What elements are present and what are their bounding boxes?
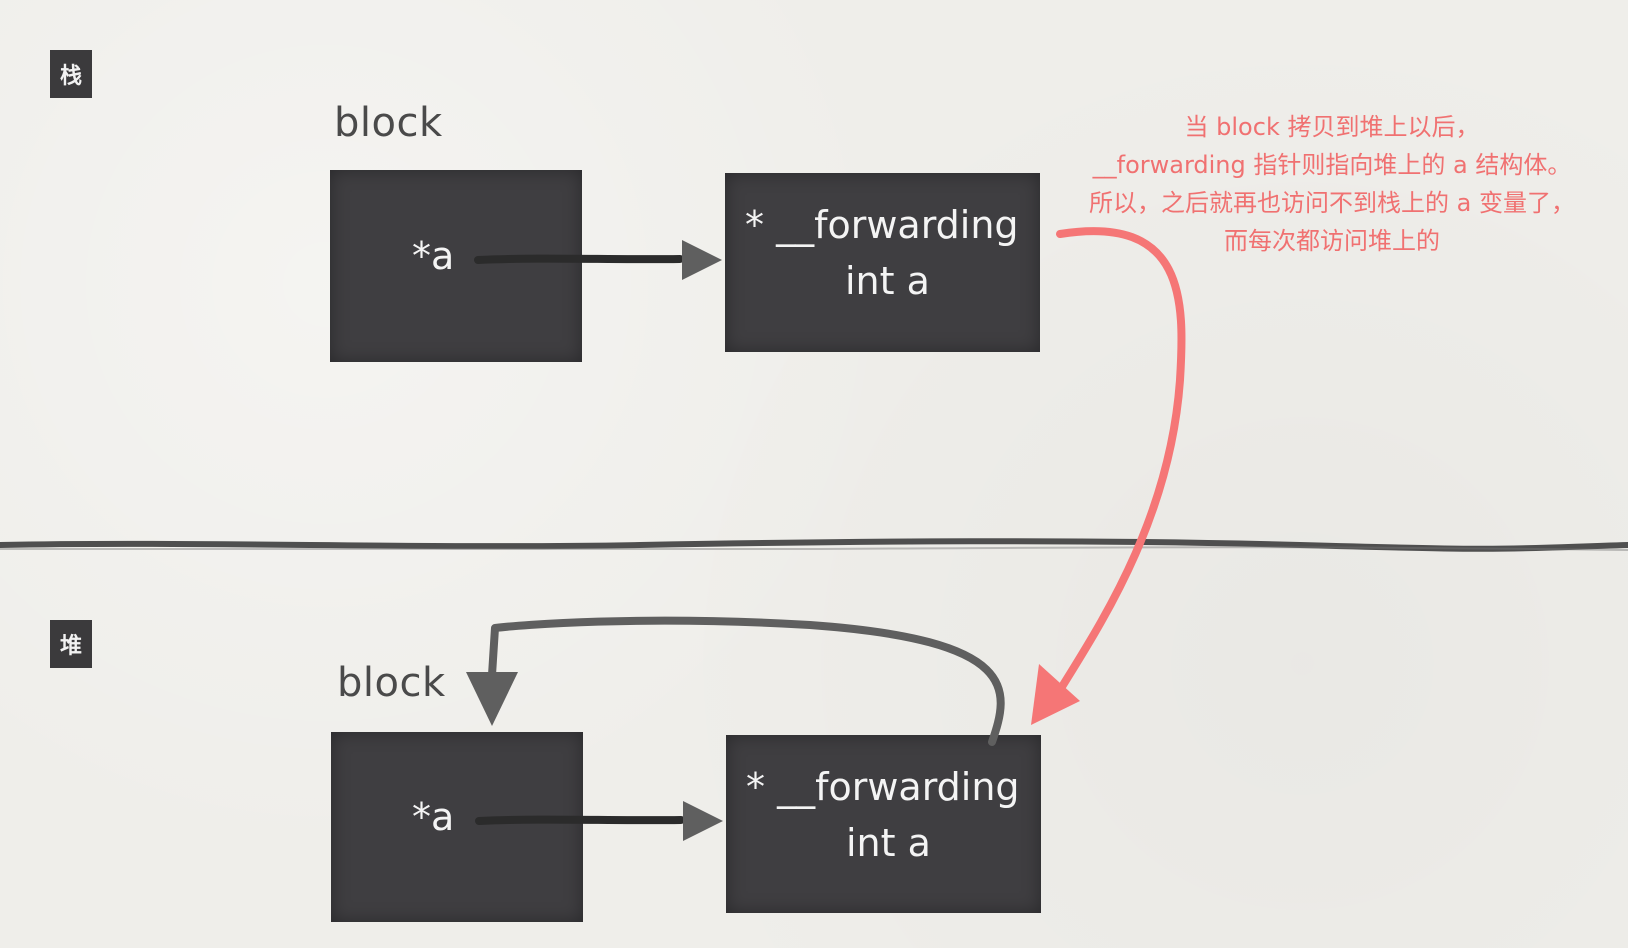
heap-section-tag-text: 堆 (59, 634, 82, 659)
annotation-line-3: 所以，之后就再也访问不到栈上的 a 变量了， (1089, 189, 1575, 217)
stack-heap-divider-texture (0, 546, 1628, 551)
heap-pointer-arrowhead (683, 801, 723, 841)
stack-section-tag-text: 栈 (59, 64, 82, 89)
heap-int-a-field: int a (846, 821, 931, 865)
heap-section-tag: 堆 (50, 620, 92, 668)
heap-pointer-arrow (475, 815, 685, 825)
stack-int-a-field: int a (845, 259, 930, 303)
stack-pointer-arrow (474, 254, 684, 264)
stack-block-label: block (334, 100, 443, 146)
stack-pointer-arrowhead (682, 240, 722, 280)
heap-forwarding-back-arrowhead (466, 672, 518, 726)
stack-section-tag: 栈 (50, 50, 92, 98)
heap-forwarding-field: * __forwarding (746, 765, 1020, 809)
heap-forwarding-back-arrow (488, 616, 1005, 746)
annotation-line-4: 而每次都访问堆上的 (1224, 227, 1440, 255)
annotation-line-2: __forwarding 指针则指向堆上的 a 结构体。 (1092, 151, 1572, 179)
heap-block-label: block (337, 660, 446, 706)
stack-heap-divider (0, 538, 1628, 552)
forwarding-redirect-arrowhead (1031, 664, 1080, 725)
annotation-text: 当 block 拷贝到堆上以后， __forwarding 指针则指向堆上的 a… (1052, 108, 1612, 260)
stack-block-box: *a (330, 170, 582, 362)
annotation-line-1: 当 block 拷贝到堆上以后， (1184, 113, 1480, 141)
stack-block-field: *a (412, 234, 455, 278)
heap-block-field: *a (412, 795, 455, 839)
heap-forwarding-struct-box: * __forwarding int a (726, 735, 1041, 913)
stack-forwarding-struct-box: * __forwarding int a (725, 173, 1040, 352)
stack-forwarding-field: * __forwarding (745, 203, 1019, 247)
heap-block-box: *a (331, 732, 583, 922)
forwarding-redirect-arrow (1056, 227, 1186, 694)
